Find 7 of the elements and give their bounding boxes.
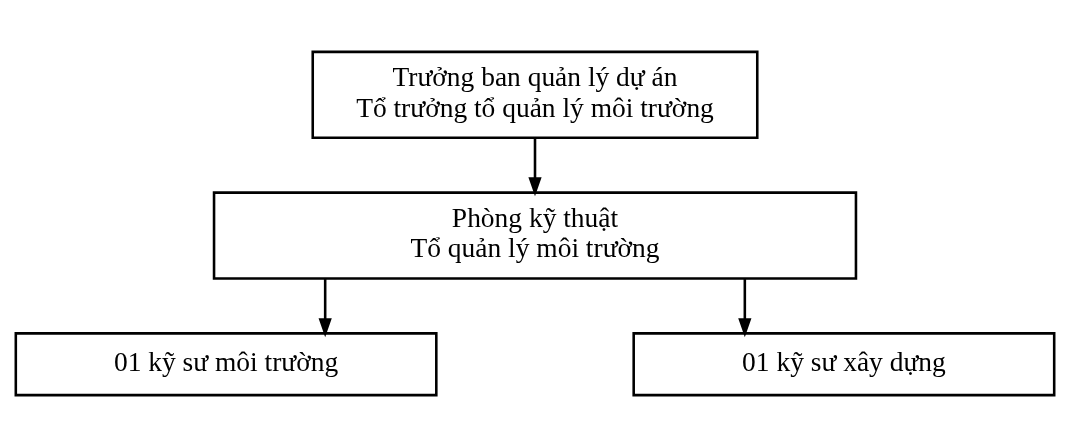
arrow xyxy=(318,278,332,337)
node-box: 01 kỹ sư môi trường xyxy=(14,331,438,396)
node-box: Trưởng ban quản lý dự án Tổ trưởng tổ quản lý môi trường xyxy=(311,50,759,139)
arrow xyxy=(738,278,752,337)
arrow xyxy=(528,137,542,196)
node-box: Phòng kỹ thuật Tổ quản lý môi trường xyxy=(212,190,858,280)
node-box: 01 kỹ sư xây dựng xyxy=(632,331,1056,396)
